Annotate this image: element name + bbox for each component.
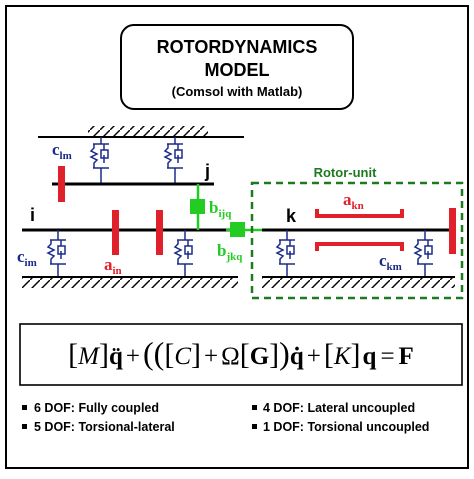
dof-item-2: 5 DOF: Torsional-lateral <box>34 420 175 434</box>
rotor-ground <box>262 276 455 288</box>
title-line-3: (Comsol with Matlab) <box>172 84 303 99</box>
dof-item-1: 6 DOF: Fully coupled <box>34 401 159 415</box>
disc-shaft-k-end <box>449 208 456 254</box>
label-c-km: ckm <box>379 251 402 273</box>
label-a-in: ain <box>104 255 122 277</box>
label-c-lm: clm <box>52 140 72 162</box>
label-c-im: cim <box>17 247 37 269</box>
bottom-spring-damper-1 <box>46 230 66 276</box>
bottom-ground-left <box>22 276 238 288</box>
top-ground <box>38 126 244 138</box>
label-b-ijq: bijq <box>209 198 232 220</box>
label-b-jkq: bjkq <box>217 241 243 263</box>
outer-frame <box>5 5 469 469</box>
disc-a-in <box>112 210 119 255</box>
bullet <box>252 424 257 429</box>
coupling-b-jkq <box>226 222 262 237</box>
label-node-j: j <box>204 161 210 181</box>
top-spring-damper-2 <box>163 137 183 183</box>
disc-shaft-i-2 <box>156 210 163 255</box>
bottom-spring-damper-2 <box>173 230 193 276</box>
rotor-spring-damper-2 <box>413 230 433 276</box>
bullet <box>22 424 27 429</box>
title-line-1: ROTORDYNAMICS <box>157 37 318 57</box>
rotor-unit-box <box>250 181 464 300</box>
equation-box: [M]q̈+(([C]+Ω[G])q̇+[K]q=F <box>19 323 463 386</box>
dof-item-4: 1 DOF: Torsional uncoupled <box>263 420 429 434</box>
equation-of-motion: [M]q̈+(([C]+Ω[G])q̇+[K]q=F <box>68 335 414 371</box>
label-a-kn: akn <box>343 190 364 212</box>
coupling-b-ijq <box>190 184 205 230</box>
rotor-spring-damper-1 <box>275 230 295 276</box>
housing-a-kn <box>315 209 404 251</box>
disc-shaft-j <box>58 166 65 202</box>
bullet <box>252 405 257 410</box>
title-box: ROTORDYNAMICS MODEL (Comsol with Matlab) <box>120 24 354 110</box>
label-node-i: i <box>30 205 35 225</box>
top-spring-damper-1 <box>89 137 109 183</box>
dof-item-3: 4 DOF: Lateral uncoupled <box>263 401 415 415</box>
title-line-2: MODEL <box>205 60 270 80</box>
dof-list: 6 DOF: Fully coupled 5 DOF: Torsional-la… <box>22 401 429 434</box>
rotor-unit-label: Rotor-unit <box>314 165 377 180</box>
label-node-k: k <box>286 206 297 226</box>
bullet <box>22 405 27 410</box>
